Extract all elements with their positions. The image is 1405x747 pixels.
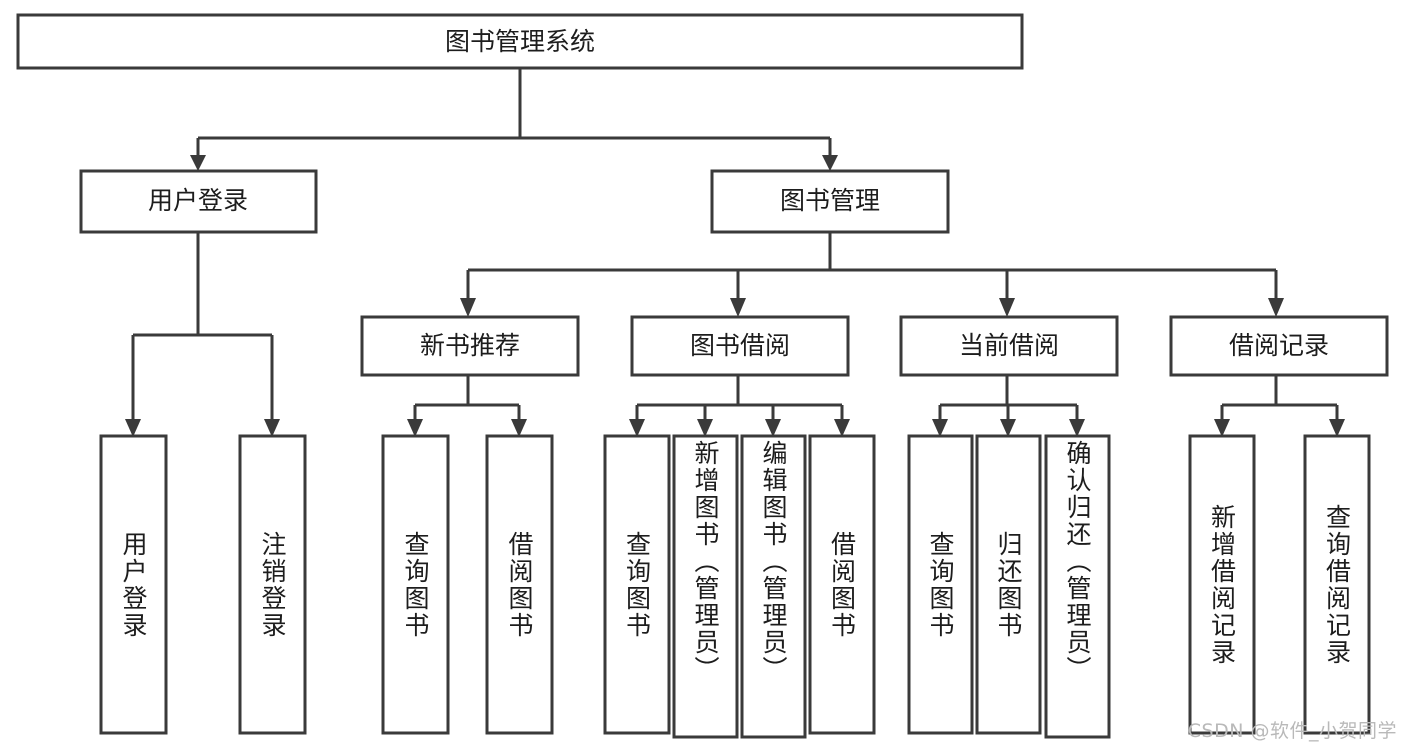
node-leaf-query-book-1[interactable] xyxy=(381,434,450,735)
node-root[interactable]: 图书管理系统 xyxy=(16,13,1024,70)
node-leaf-query-book-3[interactable] xyxy=(907,434,974,735)
node-leaf-borrow-book-1[interactable] xyxy=(485,434,554,735)
node-book-manage[interactable]: 图书管理 xyxy=(710,169,950,234)
arrowhead-leaf-logout-login xyxy=(264,419,280,437)
csdn-watermark: CSDN @软件_小贺同学 xyxy=(1187,720,1397,742)
connector-group xyxy=(125,68,1345,437)
arrowhead-leaf-query-record xyxy=(1329,419,1345,437)
node-leaf-edit-book[interactable] xyxy=(740,434,807,739)
node-group: 图书管理系统 用户登录 图书管理 新书推荐 图书借阅 xyxy=(16,13,1389,739)
arrowhead-leaf-borrow-book-2 xyxy=(834,419,850,437)
node-root-label: 图书管理系统 xyxy=(445,27,595,56)
arrowhead-leaf-return-book xyxy=(1000,419,1016,437)
arrowhead-book-borrow xyxy=(730,298,746,317)
node-new-book-recommend-label: 新书推荐 xyxy=(420,331,520,360)
arrowhead-leaf-add-book xyxy=(697,419,713,437)
node-leaf-query-book-2[interactable] xyxy=(603,434,671,735)
node-book-manage-label: 图书管理 xyxy=(780,186,880,215)
arrowhead-leaf-query-book-1 xyxy=(407,419,423,437)
arrowhead-leaf-add-record xyxy=(1214,419,1230,437)
node-leaf-borrow-book-2[interactable] xyxy=(808,434,876,735)
node-leaf-add-record[interactable] xyxy=(1188,434,1256,735)
arrowhead-user-login xyxy=(190,155,206,171)
arrowhead-book-manage xyxy=(822,155,838,171)
arrowhead-leaf-user-login xyxy=(125,419,141,437)
arrowhead-leaf-borrow-book-1 xyxy=(511,419,527,437)
arrowhead-leaf-query-book-2 xyxy=(629,419,645,437)
node-leaf-return-book[interactable] xyxy=(975,434,1042,735)
node-borrow-record-label: 借阅记录 xyxy=(1229,331,1329,360)
node-new-book-recommend[interactable]: 新书推荐 xyxy=(360,315,580,377)
node-user-login-label: 用户登录 xyxy=(148,186,248,215)
node-current-borrow-label: 当前借阅 xyxy=(959,331,1059,360)
arrowhead-leaf-query-book-3 xyxy=(932,419,948,437)
node-leaf-logout-login[interactable] xyxy=(238,434,307,735)
node-leaf-confirm-return[interactable] xyxy=(1044,434,1111,739)
arrowhead-leaf-confirm-return xyxy=(1069,419,1085,437)
node-current-borrow[interactable]: 当前借阅 xyxy=(899,315,1119,377)
node-book-borrow[interactable]: 图书借阅 xyxy=(630,315,850,377)
node-user-login[interactable]: 用户登录 xyxy=(79,169,318,234)
node-borrow-record[interactable]: 借阅记录 xyxy=(1169,315,1389,377)
arrowhead-leaf-edit-book xyxy=(765,419,781,437)
arrowhead-current-borrow xyxy=(999,298,1015,317)
node-book-borrow-label: 图书借阅 xyxy=(690,331,790,360)
arrowhead-borrow-record xyxy=(1268,298,1284,317)
node-leaf-user-login[interactable] xyxy=(99,434,168,735)
arrowhead-new-book-recommend xyxy=(460,298,476,317)
node-leaf-add-book[interactable] xyxy=(672,434,739,739)
node-leaf-query-record[interactable] xyxy=(1303,434,1371,735)
